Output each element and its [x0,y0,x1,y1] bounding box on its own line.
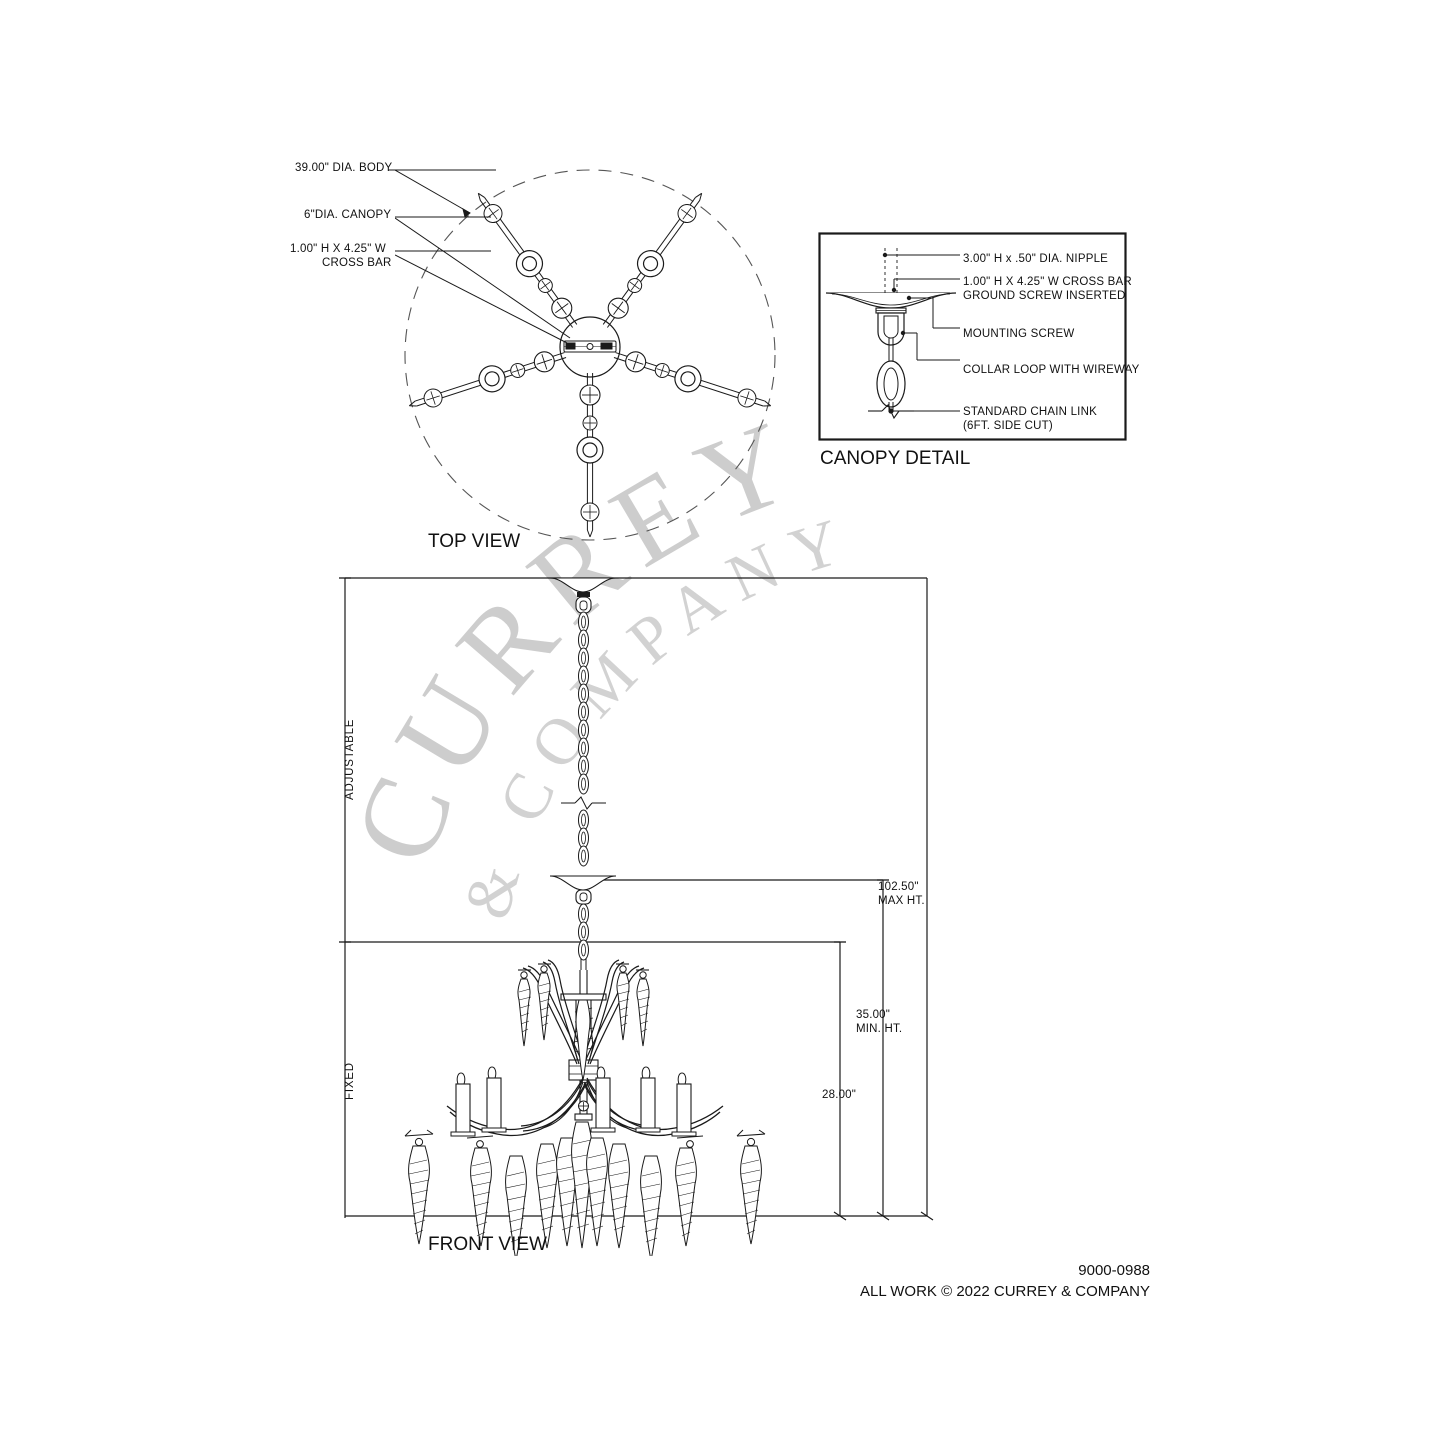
drop-l-far [408,1145,430,1245]
canopy-dome-inner [831,293,951,306]
canopy-callout-mounting-screw: MOUNTING SCREW [963,328,1075,340]
outer-hook-left [404,1129,434,1147]
model-number: 9000-0988 [1078,1262,1150,1279]
section-label-fixed: FIXED [344,1062,356,1100]
body-outline-circle [404,169,776,541]
canopy-callout-chain-link-line1: STANDARD CHAIN LINK [963,406,1097,418]
chain-lower [578,903,589,970]
outer-hook-right [736,1129,766,1147]
callout-body-diameter: 39.00" DIA. BODY [295,162,393,174]
upper-drop-r2 [616,963,631,1041]
drop-l-mid2 [505,1155,527,1256]
chain-upper [561,611,606,867]
canopy-leaders [882,252,960,414]
candle-5 [671,1072,697,1137]
callout-cross-bar-line1: 1.00" H X 4.25" W [290,243,386,255]
arm-1 [576,373,604,538]
upper-arm-r2 [587,961,625,1065]
canopy-callout-collar-loop: COLLAR LOOP WITH WIREWAY [963,364,1140,376]
chain-link-inner [883,367,899,401]
front-view-title: FRONT VIEW [428,1234,547,1255]
front-view-chandelier [404,577,766,1256]
copyright-notice: ALL WORK © 2022 CURREY & COMPANY [859,1283,1150,1300]
callout-dash-leaders-3 [395,250,491,252]
leader-cross-bar [395,254,574,347]
drop-r-mid2 [640,1155,662,1256]
mid-hook-left [466,1135,494,1148]
cross-bar-top-view [563,340,617,353]
chandelier-lower-tier [404,1066,766,1256]
dimension-min-height-label: MIN. HT. [856,1023,903,1035]
leader-canopy-dia [395,217,571,339]
canopy-callout-crossbar-line1: 1.00" H X 4.25" W CROSS BAR [963,276,1132,288]
dimension-max-height-label: MAX HT. [878,895,925,907]
drop-center-r [586,1137,608,1247]
canopy-callout-nipple: 3.00" H x .50" DIA. NIPPLE [963,253,1109,265]
chandelier-upper-tier [517,959,651,1081]
drop-l-mid [470,1147,492,1247]
arm-3 [602,192,703,328]
canopy-detail-title: CANOPY DETAIL [820,448,971,469]
upper-arm-l2 [542,961,580,1065]
leader-body-dia [395,169,471,214]
upper-drop-l2 [537,963,552,1041]
arm-4 [408,351,567,408]
canopy-detail-box [818,232,1127,441]
ceiling-canopy [549,577,617,614]
drop-r-far [740,1145,762,1245]
arm-2 [477,192,578,328]
dimension-max-height-value: 102.50" [878,881,919,893]
top-view-leaders [395,169,574,347]
drop-r-inner [608,1143,630,1249]
dimension-body-height-value: 28.00" [822,1089,857,1101]
canopy-dome [825,292,957,309]
callout-canopy-diameter: 6"DIA. CANOPY [304,209,392,221]
upper-drop-l1 [517,969,532,1047]
upper-center-drop [575,999,591,1081]
front-view-dimensions [339,577,934,1221]
drop-l-inner [536,1143,558,1249]
candle-4 [635,1066,661,1133]
candle-1 [450,1072,476,1137]
dimension-min-height-value: 35.00" [856,1009,891,1021]
canopy-callout-crossbar-line2: GROUND SCREW INSERTED [963,290,1126,302]
callout-cross-bar-line2: CROSS BAR [322,257,392,269]
section-label-adjustable: ADJUSTABLE [344,718,356,800]
arm-5 [613,351,772,408]
candle-2 [481,1066,507,1133]
mid-hook-right [676,1135,704,1148]
drop-r-mid [675,1147,697,1247]
callout-dash-leaders-2 [395,216,491,218]
upper-drop-r1 [636,969,651,1047]
callout-dash-leaders [388,169,496,171]
top-view-title: TOP VIEW [428,531,521,552]
chain-break-symbol [561,796,606,810]
top-view-graphic [404,169,776,541]
canopy-callout-chain-link-line2: (6FT. SIDE CUT) [963,420,1053,432]
candle-3 [590,1066,616,1133]
min-height-canopy [549,875,617,905]
